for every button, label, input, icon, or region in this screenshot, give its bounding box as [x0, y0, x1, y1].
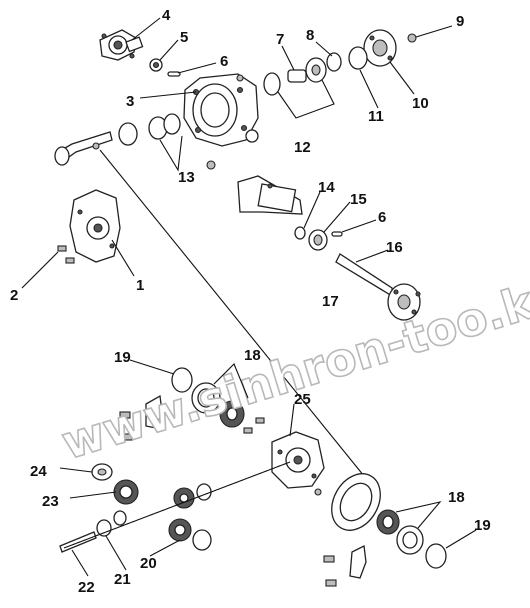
callout-5: 5	[180, 29, 188, 46]
bracket-right	[323, 545, 367, 587]
callout-23: 23	[42, 493, 59, 510]
callout-18-upper: 18	[244, 347, 261, 364]
part-18-bearing-upper	[191, 382, 245, 428]
callout-13: 13	[178, 169, 195, 186]
callout-6-upper: 6	[220, 53, 228, 70]
part-1-side-case	[69, 189, 121, 263]
callout-9: 9	[456, 13, 464, 30]
callout-16: 16	[386, 239, 403, 256]
callout-14: 14	[318, 179, 335, 196]
part-6-pin-upper	[167, 71, 181, 77]
part-4-companion-flange	[99, 29, 144, 61]
callout-6-lower: 6	[378, 209, 386, 226]
pinion-shaft	[54, 131, 113, 166]
callout-2: 2	[10, 287, 18, 304]
lower-axis-line	[63, 461, 291, 549]
part-11-seal	[348, 46, 368, 70]
pinion-gear-center	[173, 483, 212, 509]
callout-11: 11	[368, 108, 384, 125]
part-8-ring	[326, 52, 342, 72]
part-2-bolts	[57, 245, 75, 264]
part-23-side-gear	[113, 479, 139, 505]
axle-tube	[237, 129, 303, 215]
part-14-washer	[294, 226, 306, 240]
callout-8: 8	[306, 27, 314, 44]
part-6-pin-lower	[331, 231, 343, 237]
part-21-washer	[96, 510, 127, 537]
part-9-nut	[407, 33, 417, 43]
bolts-center	[243, 417, 265, 434]
callout-15: 15	[350, 191, 367, 208]
part-12-bearings	[263, 57, 327, 96]
callout-19-lower: 19	[474, 517, 491, 534]
part-19-snap-ring-lower	[425, 543, 447, 569]
part-10-flange	[363, 29, 397, 67]
ring-gear	[331, 473, 381, 531]
callout-19-upper: 19	[114, 349, 131, 366]
callout-25: 25	[294, 391, 311, 408]
callout-22: 22	[78, 579, 95, 596]
part-13-bearings	[118, 113, 181, 146]
part-16-axle-shaft	[335, 253, 421, 321]
part-25-differential-case	[271, 431, 325, 496]
callout-12: 12	[294, 139, 311, 156]
callout-7: 7	[276, 31, 284, 48]
part-19-snap-ring-upper	[171, 367, 193, 393]
callout-20: 20	[140, 555, 157, 572]
part-15-bearing	[308, 229, 328, 251]
callout-17: 17	[322, 293, 339, 310]
part-18-bearing-lower	[376, 509, 424, 555]
callout-3: 3	[126, 93, 134, 110]
callout-18-lower: 18	[448, 489, 465, 506]
part-7-spacer	[287, 69, 307, 83]
part-20-side-gear	[168, 518, 212, 551]
leader-lines	[21, 17, 477, 577]
callout-21: 21	[114, 571, 131, 588]
leader-17-long	[99, 149, 365, 477]
callout-1: 1	[136, 277, 144, 294]
part-24-thrust-washer	[91, 463, 113, 481]
part-22-pinion-shaft	[59, 531, 97, 553]
part-5-nut	[149, 58, 163, 72]
bracket-left	[119, 394, 163, 441]
part-3-carrier-housing	[183, 73, 259, 170]
callout-24: 24	[30, 463, 47, 480]
callout-4: 4	[162, 7, 171, 24]
callout-10: 10	[412, 95, 429, 112]
